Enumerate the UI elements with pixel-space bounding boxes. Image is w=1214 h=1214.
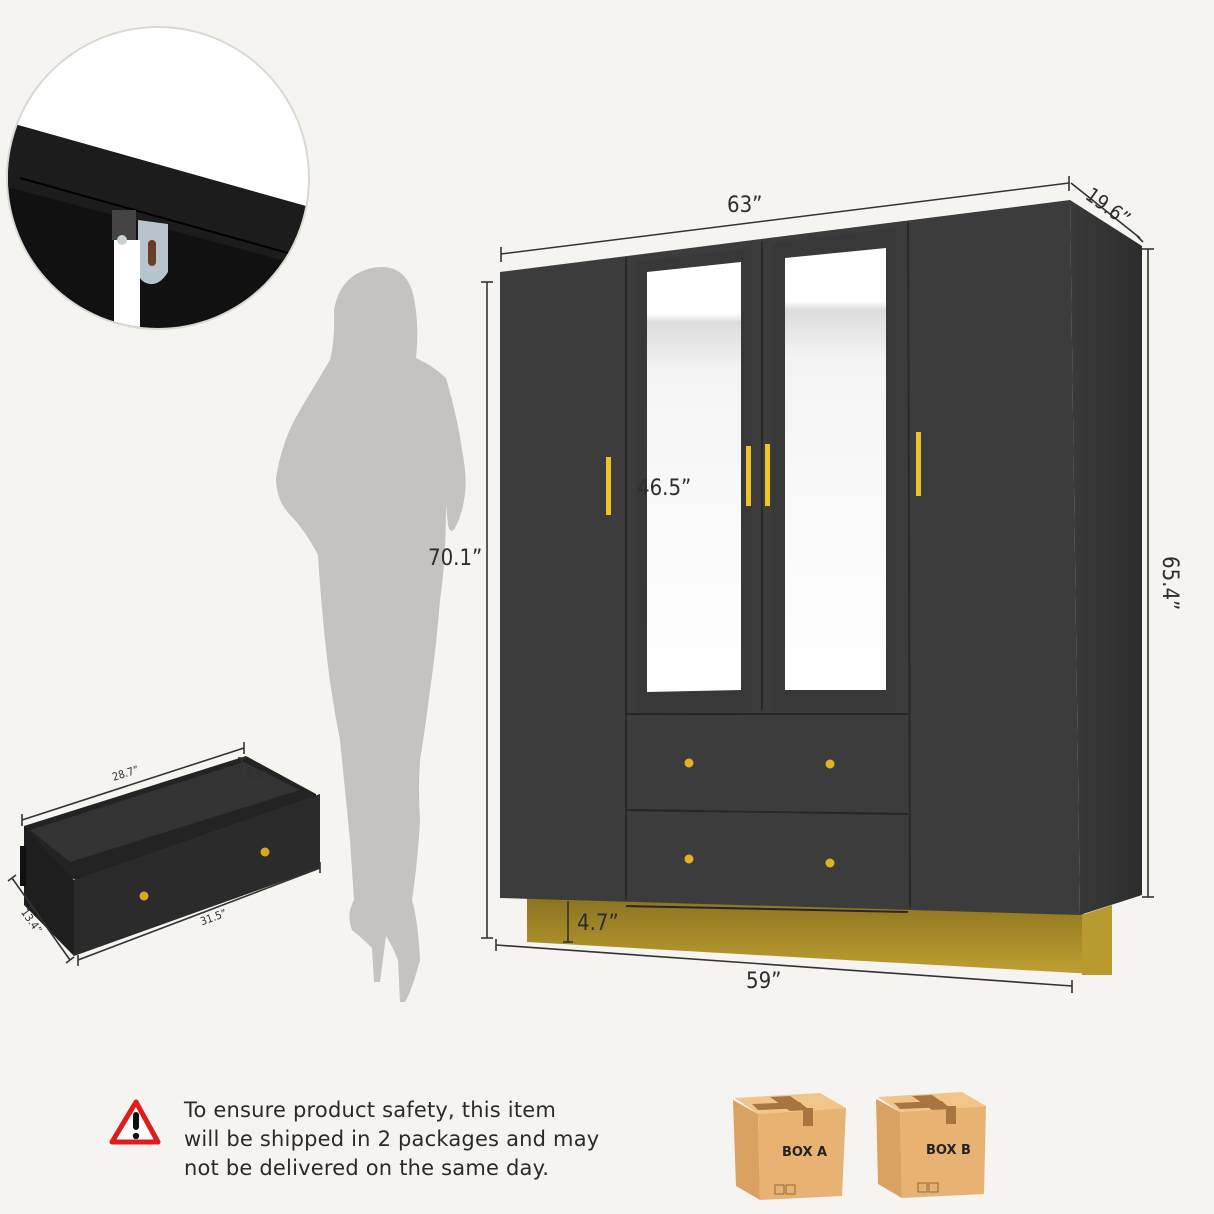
bracket-detail-inset xyxy=(6,26,310,330)
drawer-illustration xyxy=(20,756,320,956)
wardrobe-illustration xyxy=(500,200,1142,975)
left-mirror xyxy=(647,262,741,692)
human-silhouette xyxy=(276,266,466,1002)
package-symbols xyxy=(774,1182,939,1195)
wardrobe-dimension-lines xyxy=(481,176,1154,993)
notice-line-3: not be delivered on the same day. xyxy=(184,1156,550,1180)
warning-triangle-icon xyxy=(109,1099,161,1145)
dimension-width-bottom: 59” xyxy=(746,969,782,994)
package-box-b-icon xyxy=(876,1092,986,1198)
shipping-notice: To ensure product safety, this item will… xyxy=(184,1096,599,1183)
dimension-cabinet-height: 65.4” xyxy=(1157,556,1182,611)
drawer-depth-height: 5.5” xyxy=(246,768,267,781)
drawer-dimension-lines xyxy=(7,742,321,966)
right-mirror xyxy=(785,248,886,690)
dimension-base-height: 4.7” xyxy=(577,911,619,936)
package-box-a-icon xyxy=(733,1093,846,1200)
dimension-total-height: 70.1” xyxy=(428,546,483,571)
box-b-label: BOX B xyxy=(926,1143,971,1158)
dimension-mirror-height: 46.5” xyxy=(637,476,692,501)
notice-line-2: will be shipped in 2 packages and may xyxy=(184,1127,600,1151)
notice-line-1: To ensure product safety, this item xyxy=(184,1098,557,1122)
box-a-label: BOX A xyxy=(782,1145,828,1160)
dimension-width-top: 63” xyxy=(727,193,763,218)
